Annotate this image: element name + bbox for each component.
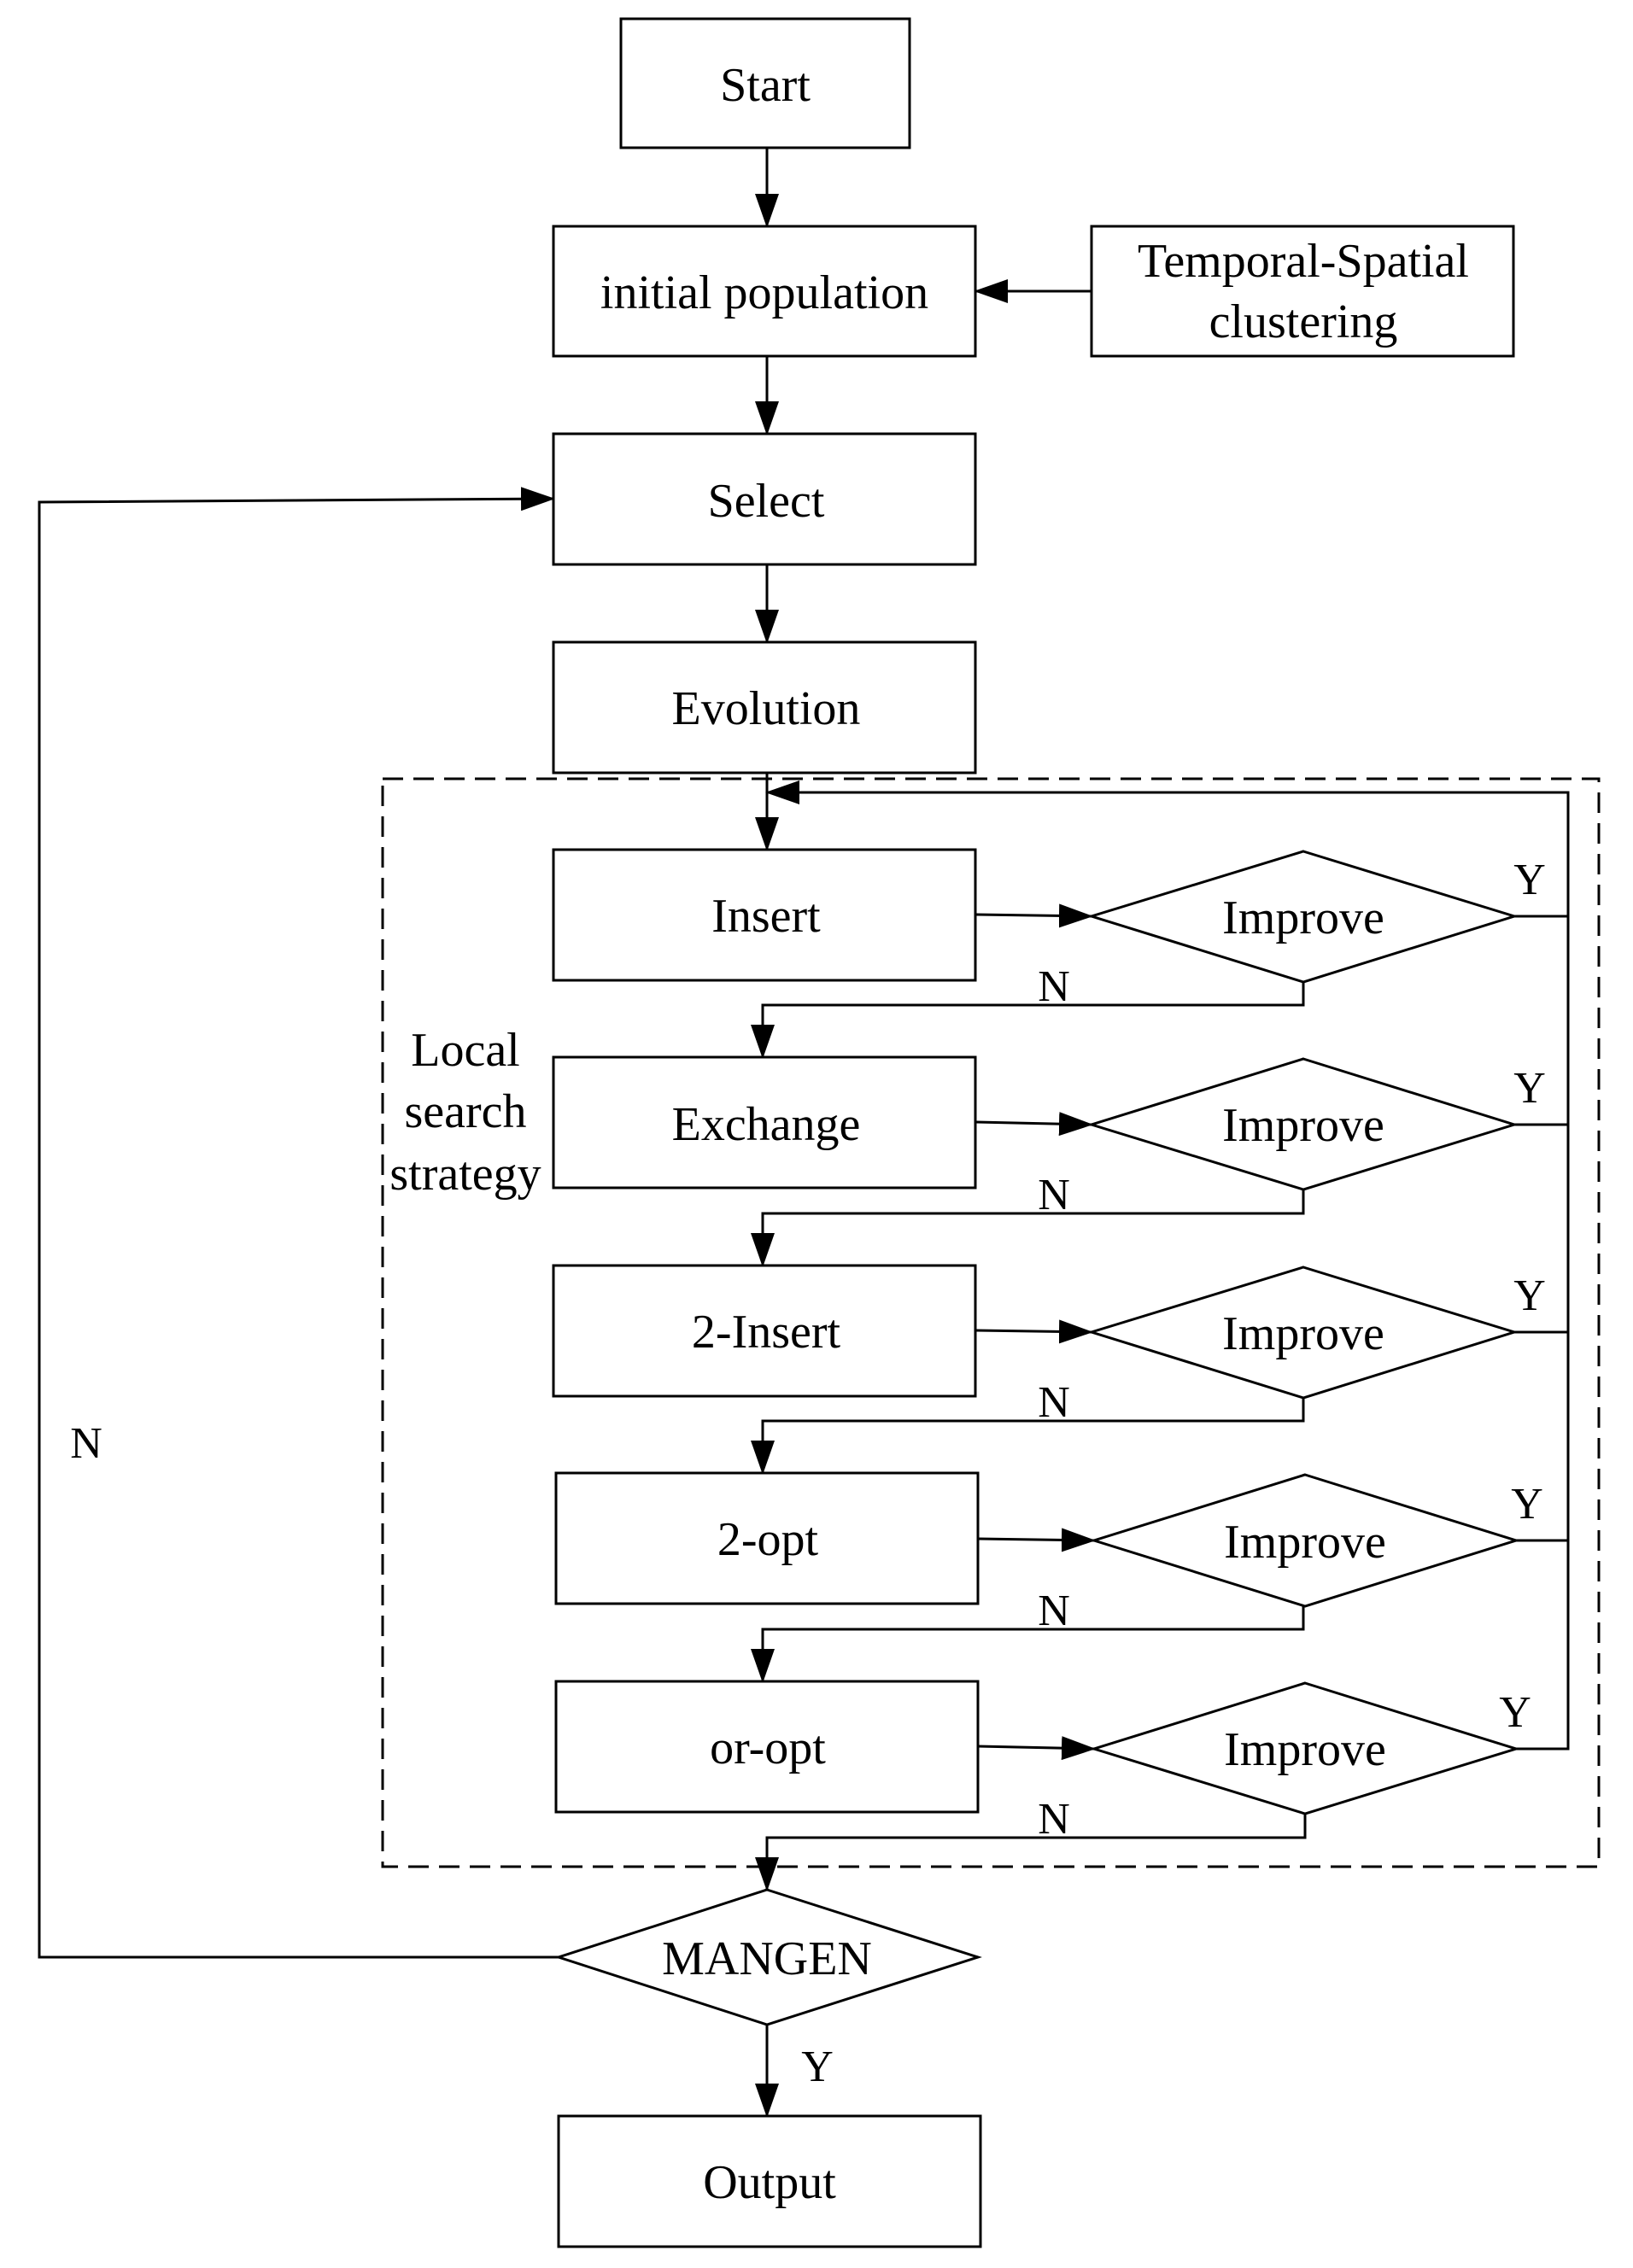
edge-improve1-no xyxy=(751,982,1305,1059)
edge-mangen-no-loop xyxy=(38,487,559,1959)
start-label: Start xyxy=(720,59,811,112)
improve-diamond-3 xyxy=(1086,1266,1519,1400)
no-label-2: N xyxy=(1038,1171,1070,1219)
improve-diamond-5 xyxy=(1089,1681,1521,1815)
improve-label-3: Improve xyxy=(1222,1307,1384,1360)
improve-label-4: Improve xyxy=(1224,1516,1386,1569)
start-box xyxy=(619,17,911,149)
edge-2opt-to-improve xyxy=(977,1528,1096,1552)
two-opt-box xyxy=(554,1471,980,1605)
evolution-box xyxy=(552,640,977,775)
insert-box xyxy=(552,848,977,982)
initial-population-box xyxy=(552,225,977,358)
improve-diamond-4 xyxy=(1089,1473,1521,1608)
improve-diamond-1 xyxy=(1086,850,1519,984)
yes-label-5: Y xyxy=(1499,1688,1531,1737)
local-search-region xyxy=(381,777,1601,1868)
evolution-label: Evolution xyxy=(672,682,861,735)
no-label-1: N xyxy=(1038,962,1070,1011)
insert-label: Insert xyxy=(711,890,821,943)
no-label-5: N xyxy=(1038,1795,1070,1844)
yes-label-1: Y xyxy=(1513,856,1546,904)
mangen-yes-label: Y xyxy=(801,2043,834,2091)
mangen-label: MANGEN xyxy=(662,1932,872,1985)
output-label: Output xyxy=(703,2156,836,2209)
region-label-line1: Local xyxy=(411,1024,519,1077)
initial-population-label: initial population xyxy=(600,266,928,319)
mangen-diamond xyxy=(554,1888,982,2026)
or-opt-box xyxy=(554,1680,980,1814)
exchange-box xyxy=(552,1055,977,1190)
select-label: Select xyxy=(708,475,825,528)
edge-oropt-to-improve xyxy=(977,1736,1096,1761)
edge-improve4-no xyxy=(751,1606,1305,1683)
clustering-label-line2: clustering xyxy=(1209,295,1398,348)
select-box xyxy=(552,432,977,566)
mangen-no-label: N xyxy=(70,1419,102,1468)
two-opt-label: 2-opt xyxy=(717,1513,819,1566)
region-label-line3: strategy xyxy=(389,1148,541,1201)
edge-improve3-no xyxy=(751,1398,1305,1475)
two-insert-label: 2-Insert xyxy=(692,1306,841,1359)
no-label-3: N xyxy=(1038,1378,1070,1427)
improve-label-1: Improve xyxy=(1222,891,1384,944)
edge-improve-yes-bus xyxy=(765,780,1570,1751)
yes-label-4: Y xyxy=(1511,1480,1543,1529)
edge-insert-to-improve xyxy=(975,903,1093,928)
improve-diamond-2 xyxy=(1086,1057,1519,1191)
improve-label-2: Improve xyxy=(1222,1099,1384,1152)
yes-label-3: Y xyxy=(1513,1271,1546,1320)
or-opt-label: or-opt xyxy=(710,1721,826,1774)
clustering-box xyxy=(1090,225,1515,358)
two-insert-box xyxy=(552,1264,977,1398)
edge-improve2-no xyxy=(751,1190,1305,1267)
clustering-label-line1: Temporal-Spatial xyxy=(1138,235,1469,288)
edge-2insert-to-improve xyxy=(975,1319,1093,1344)
edge-improve5-no xyxy=(755,1814,1307,1891)
region-label-line2: search xyxy=(404,1085,526,1138)
yes-label-2: Y xyxy=(1513,1064,1546,1113)
improve-label-5: Improve xyxy=(1224,1723,1386,1776)
edge-exchange-to-improve xyxy=(975,1112,1093,1137)
exchange-label: Exchange xyxy=(672,1098,861,1151)
output-box xyxy=(557,2114,982,2248)
no-label-4: N xyxy=(1038,1587,1070,1635)
